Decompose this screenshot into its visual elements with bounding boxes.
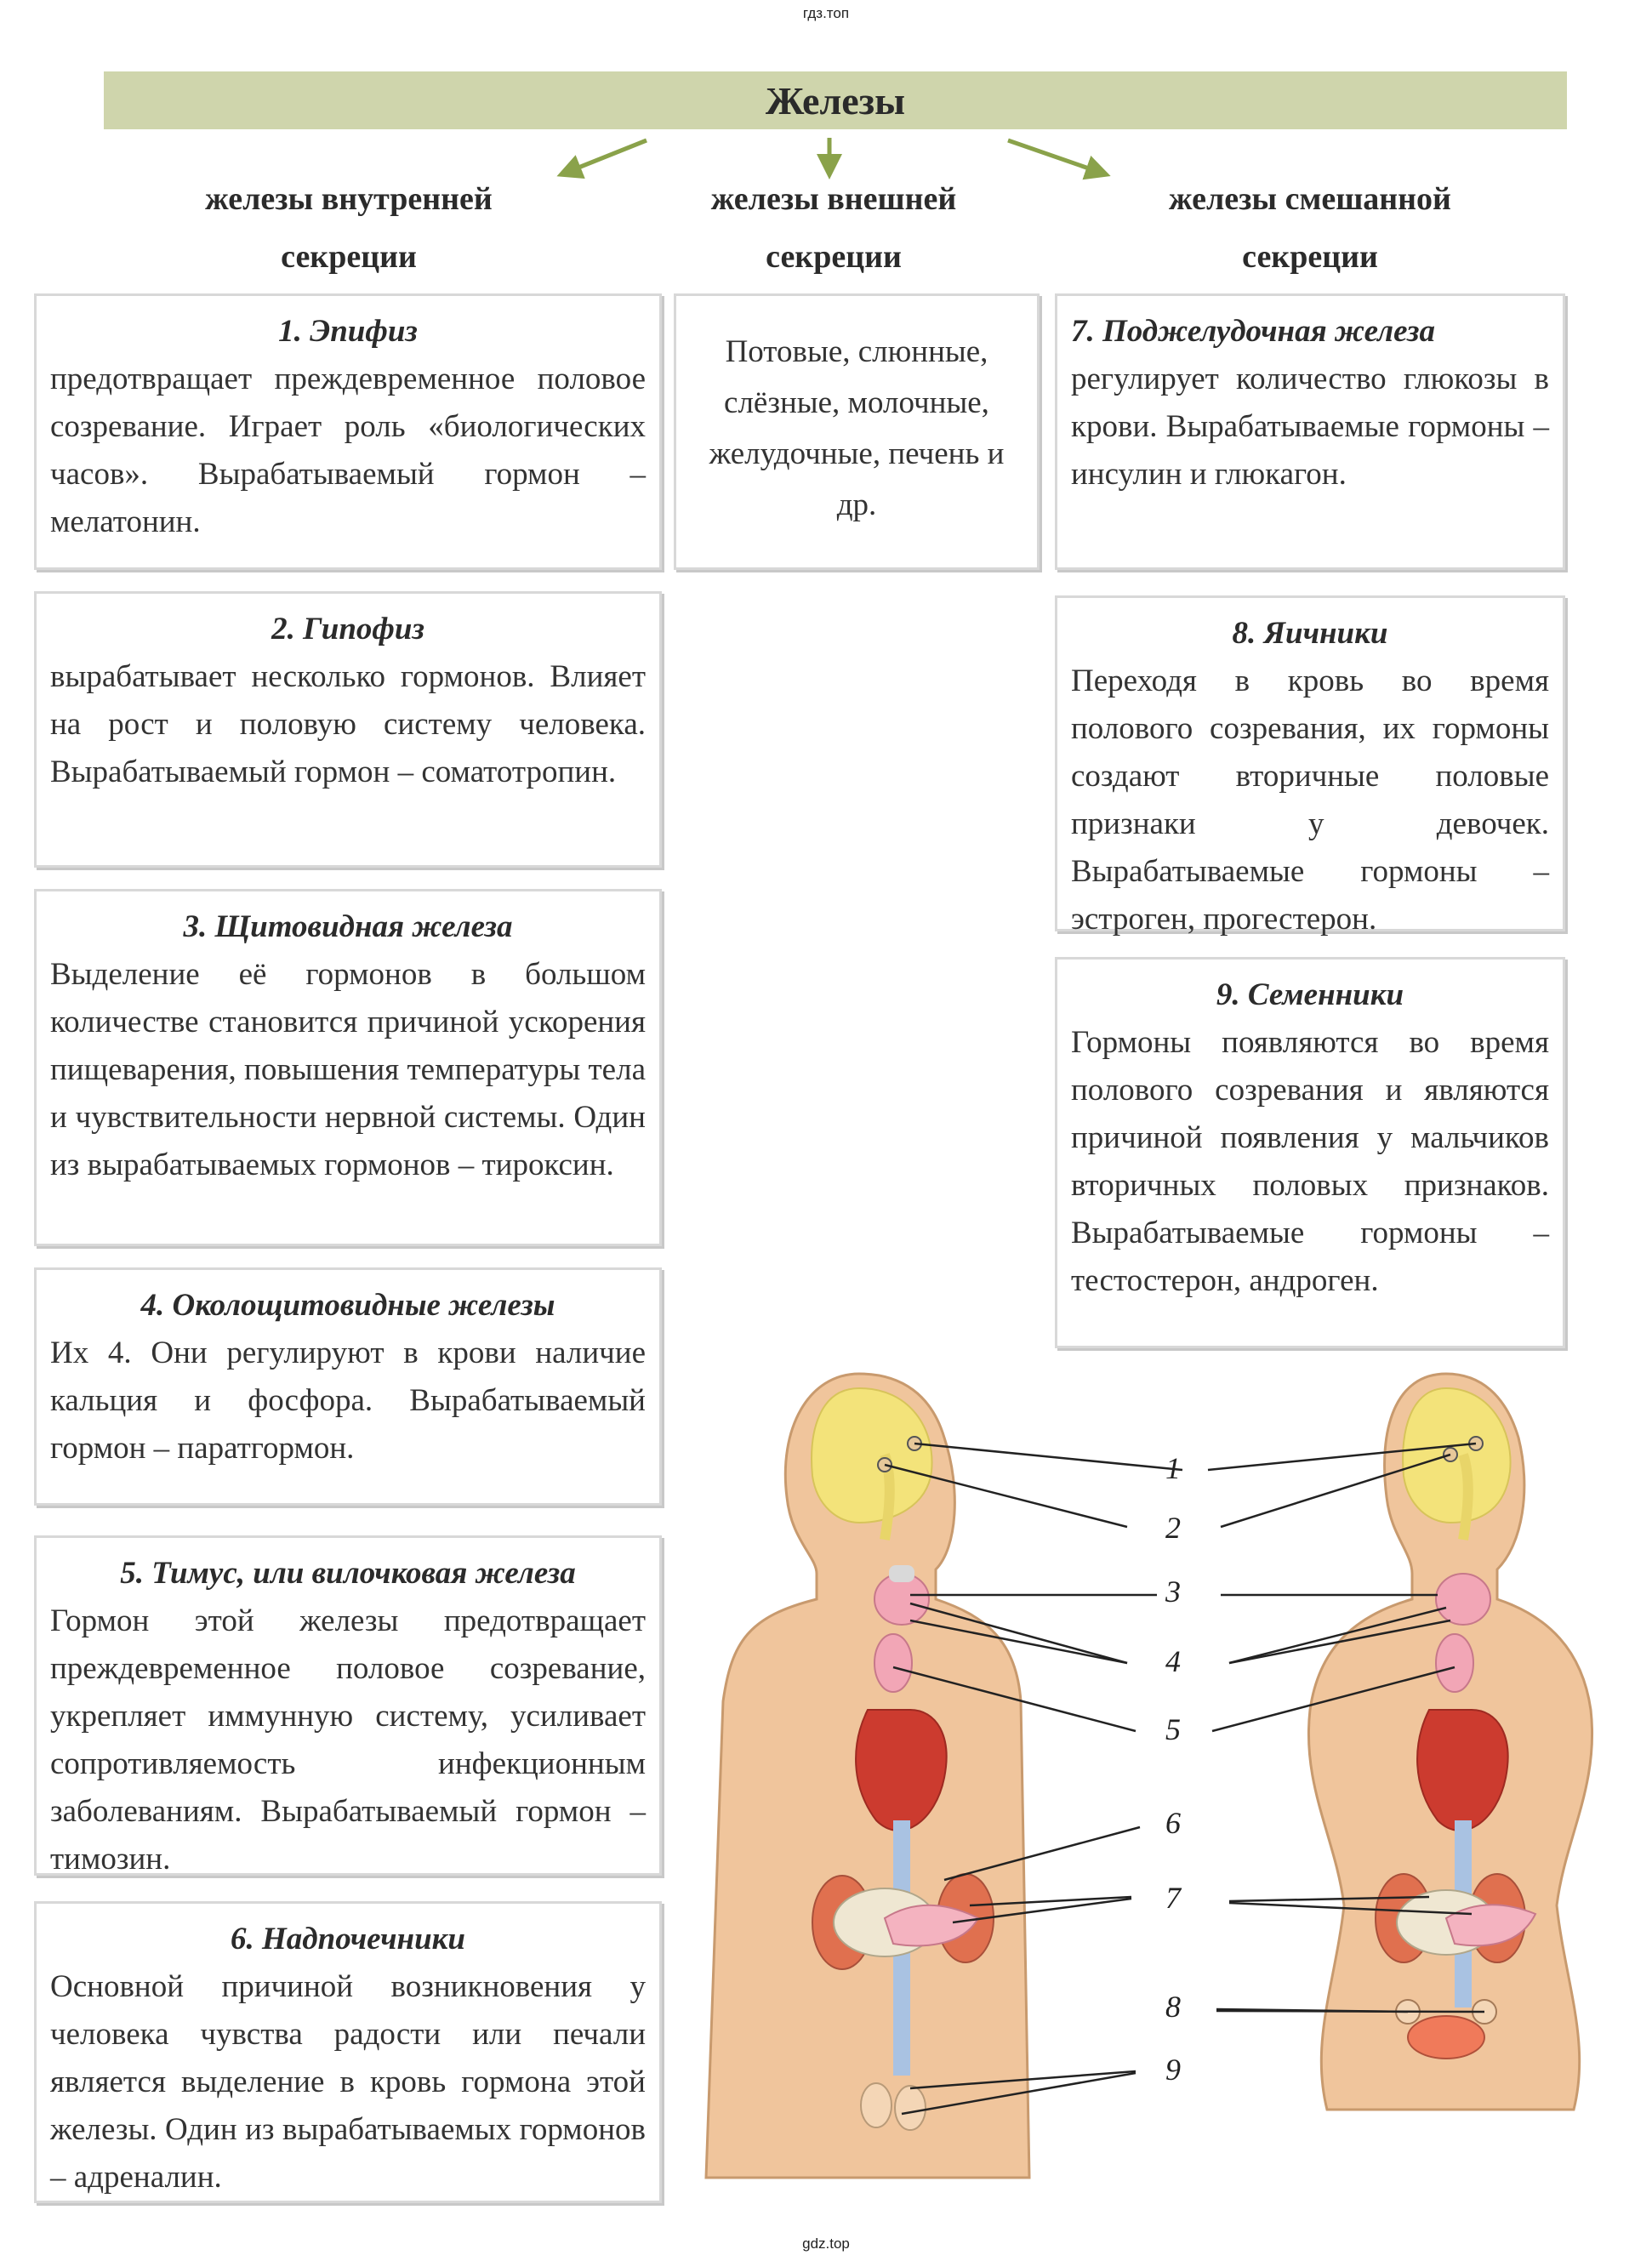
gland-title: 9. Семенники xyxy=(1216,977,1404,1012)
watermark-top: гдз.топ xyxy=(802,5,850,21)
page-title: Железы xyxy=(765,78,906,122)
gland-title: 4. Околощитовидные железы xyxy=(140,1288,555,1323)
gland-title: 1. Эпифиз xyxy=(278,314,418,349)
gland-title: 2. Гипофиз xyxy=(271,612,424,646)
figure-label-6: 6 xyxy=(1165,1806,1181,1840)
column-mixed: железы смешанной секреции xyxy=(1169,181,1451,275)
column-external: железы внешней секреции xyxy=(710,181,957,275)
gland-title: 5. Тимус, или вилочковая железа xyxy=(120,1556,576,1591)
gland-box-adrenal: 6. Надпочечники Основной причиной возник… xyxy=(34,1901,662,2203)
gland-box-thyroid: 3. Щитовидная железа Выделение её гормон… xyxy=(34,889,662,1246)
female-body xyxy=(1307,1372,1594,2111)
gland-title: 7. Поджелудочная железа xyxy=(1071,314,1435,349)
arrow-left xyxy=(556,138,647,179)
figure-label-8: 8 xyxy=(1165,1990,1181,2024)
gland-box-epiphysis: 1. Эпифиз предотвращает преждевременное … xyxy=(34,293,662,570)
gland-body: Их 4. Они регулируют в крови наличие кал… xyxy=(50,1336,646,1466)
figure-label-9: 9 xyxy=(1165,2053,1181,2087)
arrow-right xyxy=(1007,138,1111,180)
figure-label-5: 5 xyxy=(1165,1712,1181,1746)
gland-body: Переходя в кровь во время полового созре… xyxy=(1071,663,1549,937)
figure-label-7: 7 xyxy=(1165,1881,1181,1915)
column-internal: железы внутренней секреции xyxy=(205,181,493,275)
figure-label-4: 4 xyxy=(1165,1644,1181,1678)
male-body xyxy=(704,1372,1031,2179)
figure-label-1: 1 xyxy=(1165,1451,1181,1485)
gland-title: 6. Надпочечники xyxy=(231,1922,465,1956)
gland-body: вырабатывает несколько гормонов. Влияет … xyxy=(50,659,646,789)
gland-body: Основной причиной возникновения у челове… xyxy=(50,1969,646,2195)
gland-box-ovaries: 8. Яичники Переходя в кровь во время пол… xyxy=(1055,595,1565,937)
gland-title: 8. Яичники xyxy=(1232,616,1388,651)
watermark-bottom: gdz.top xyxy=(802,2235,850,2252)
gland-body: Гормон этой железы предотвращает преждев… xyxy=(50,1603,646,1877)
figure-label-2: 2 xyxy=(1165,1511,1181,1545)
external-glands-text: Потовые, слюнные, слёзные, молочные, жел… xyxy=(709,334,1005,522)
figure-label-3: 3 xyxy=(1165,1575,1181,1609)
gland-body: Гормоны появляются во время полового соз… xyxy=(1071,1025,1549,1298)
gland-body: предотвращает преждевременное половое со… xyxy=(50,362,646,539)
gland-body: регулирует количество глюкозы в крови. В… xyxy=(1071,362,1549,492)
gland-title: 3. Щитовидная железа xyxy=(183,909,513,944)
gland-body: Выделение её гормонов в большом количест… xyxy=(50,957,646,1182)
gland-box-pituitary: 2. Гипофиз вырабатывает несколько гормон… xyxy=(34,591,662,868)
gland-box-pancreas: 7. Поджелудочная железа регулирует колич… xyxy=(1055,293,1565,570)
title-bar: Железы xyxy=(104,71,1567,129)
pointer-lines xyxy=(884,1442,1485,2116)
gland-box-testes: 9. Семенники Гормоны появляются во время… xyxy=(1055,957,1565,1348)
gland-box-thymus: 5. Тимус, или вилочковая железа Гормон э… xyxy=(34,1535,662,1877)
external-glands-box: Потовые, слюнные, слёзные, молочные, жел… xyxy=(674,293,1040,570)
gland-box-parathyroid: 4. Околощитовидные железы Их 4. Они регу… xyxy=(34,1267,662,1506)
